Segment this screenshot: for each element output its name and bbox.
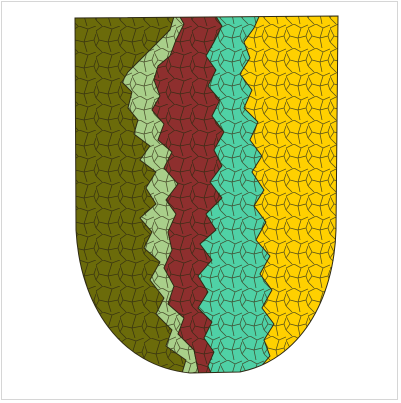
cell-tissue-diagram xyxy=(0,0,401,403)
